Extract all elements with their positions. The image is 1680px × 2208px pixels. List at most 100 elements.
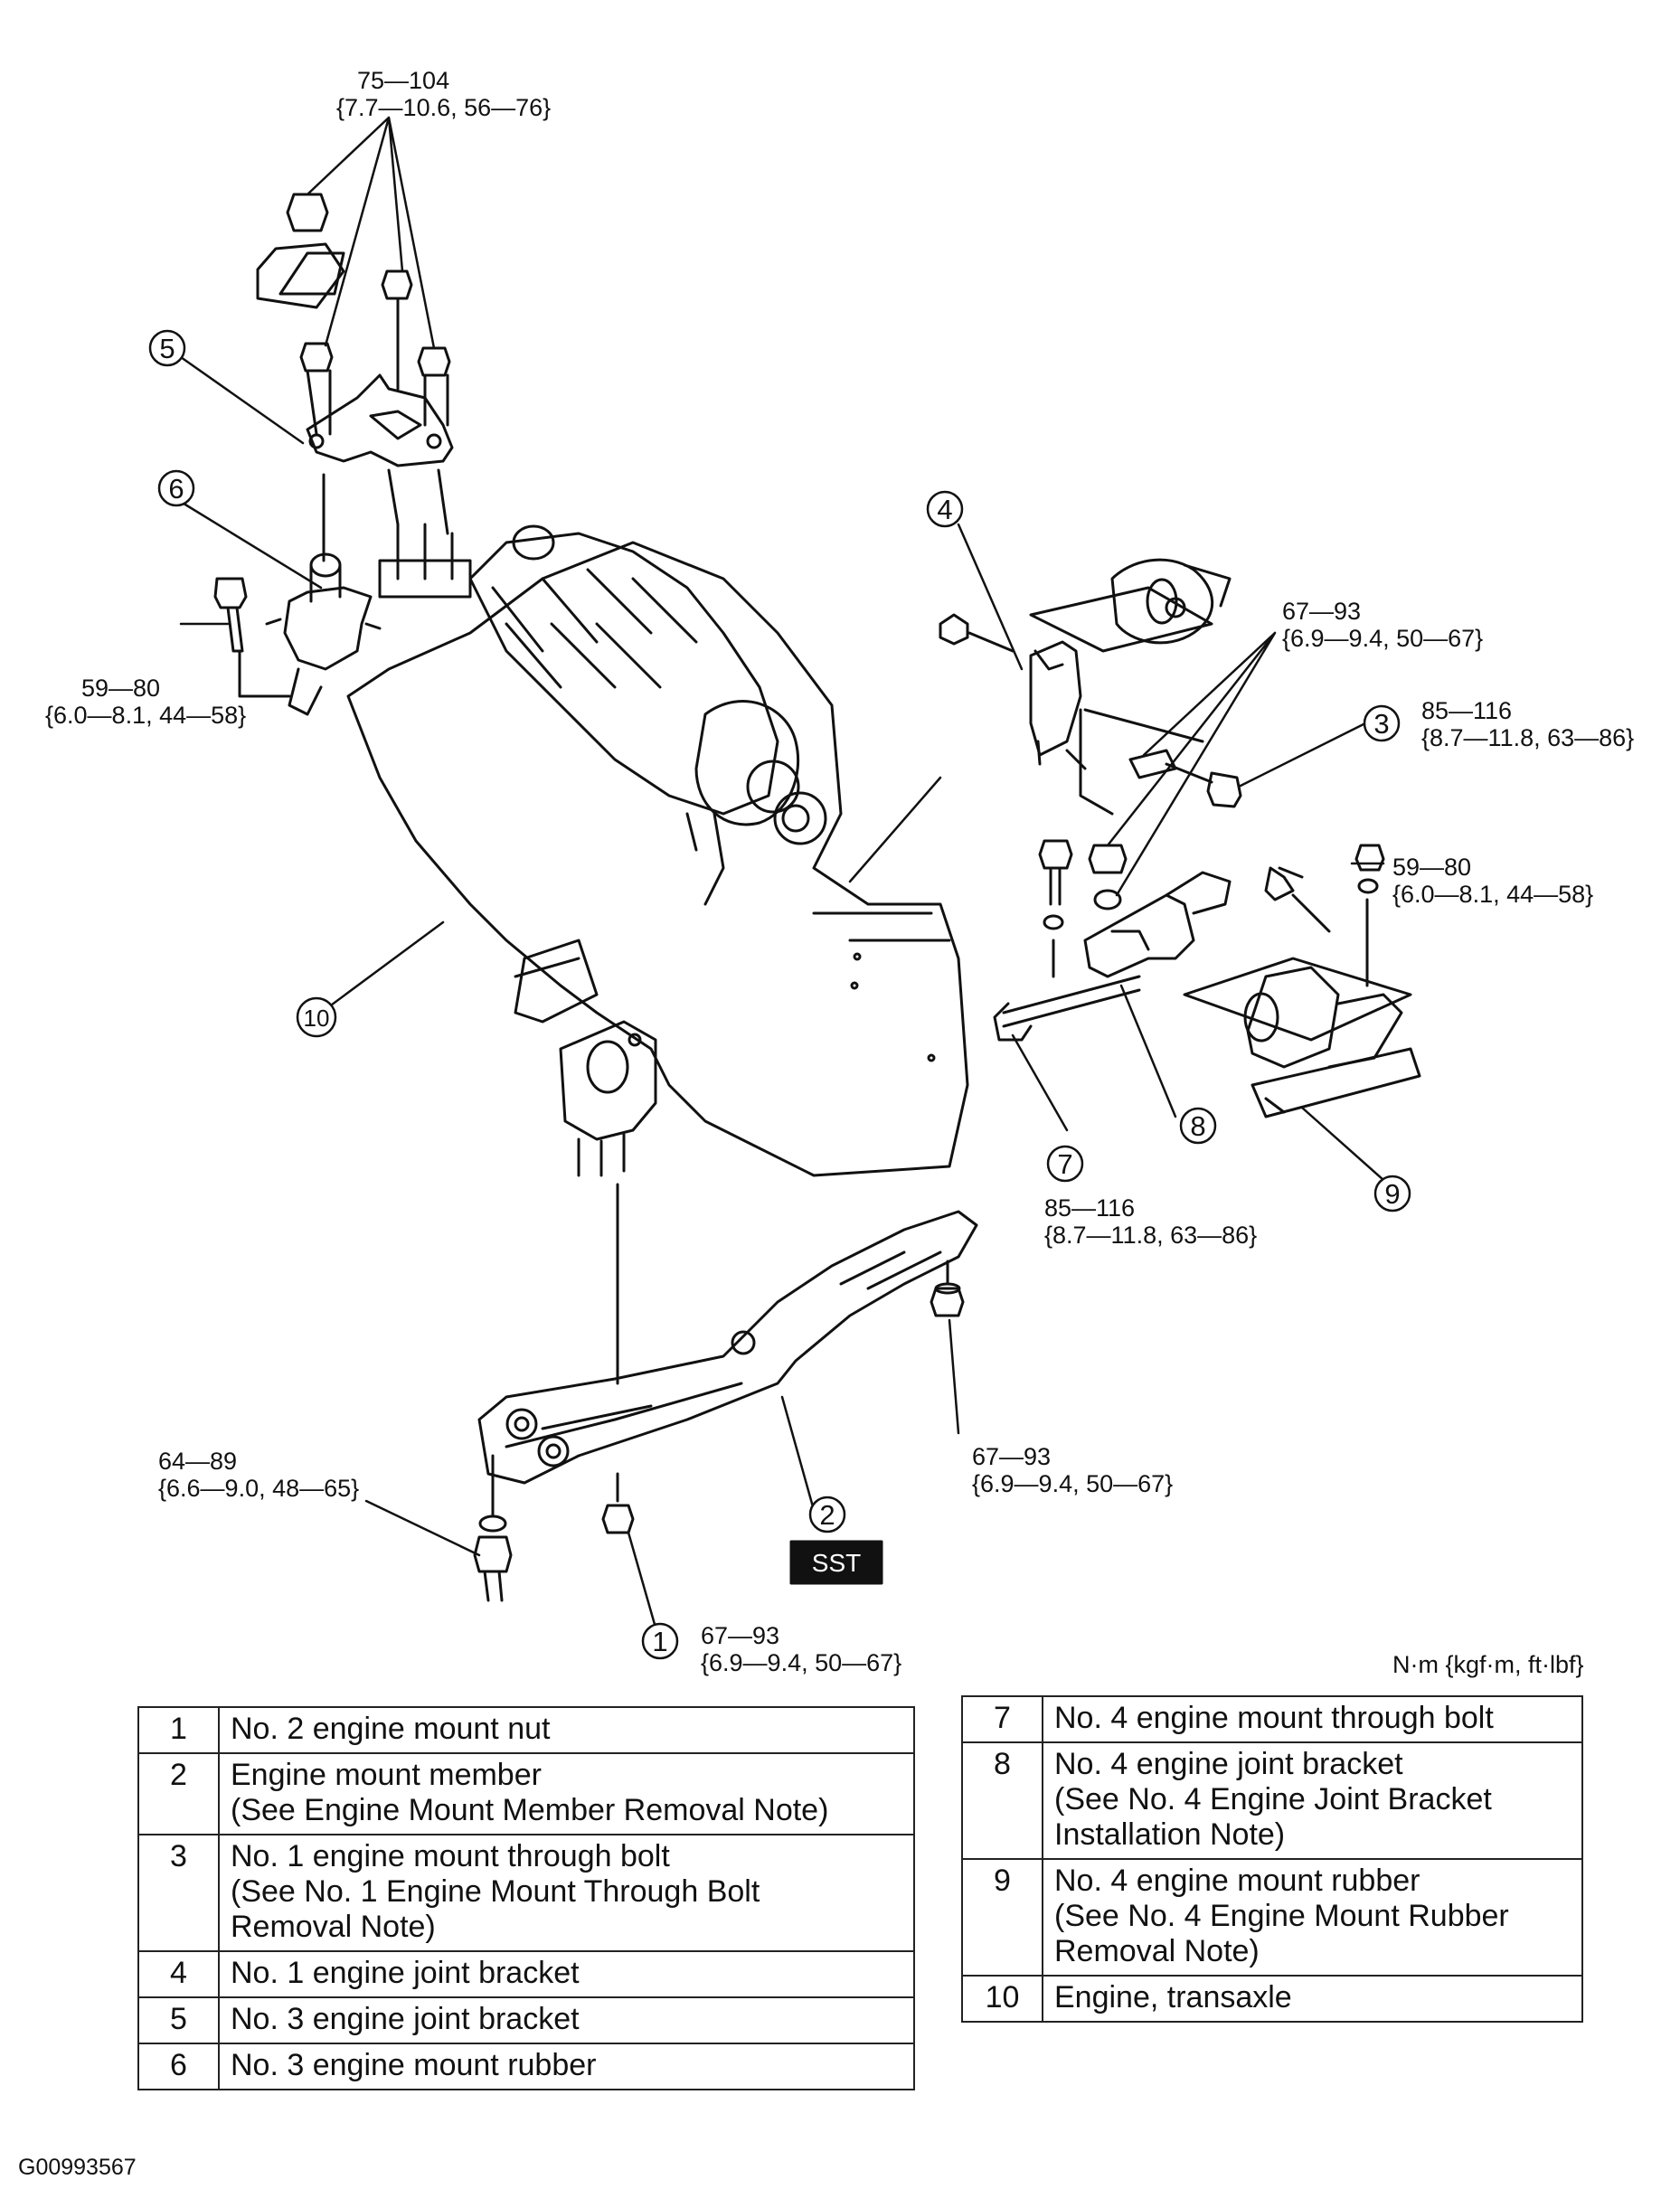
- torque-67-mid-alt: {6.9—9.4, 50—67}: [972, 1470, 1173, 1497]
- svg-text:7: 7: [1057, 1148, 1072, 1180]
- no1-joint-bracket-drawing: [939, 558, 1232, 766]
- torque-67-bottom-alt: {6.9—9.4, 50—67}: [701, 1649, 901, 1676]
- part-number-cell: 7: [961, 1695, 1043, 1743]
- no3-mount-rubber-drawing: [265, 468, 472, 716]
- torque-labels: 75—104 {7.7—10.6, 56—76} 59—80 {6.0—8.1,…: [45, 67, 1634, 1676]
- part-description-line: Removal Note): [1054, 1934, 1260, 1968]
- part-number-cell: 5: [137, 1996, 220, 2044]
- part-number-cell: 2: [137, 1752, 220, 1835]
- mount-member-fasteners-drawing: [473, 1183, 965, 1602]
- svg-text:9: 9: [1384, 1178, 1400, 1210]
- part-description-cell: No. 3 engine joint bracket: [218, 1996, 915, 2044]
- svg-text:5: 5: [159, 333, 175, 364]
- part-number-cell: 3: [137, 1834, 220, 1952]
- engine-mount-member-drawing: [477, 1210, 978, 1485]
- svg-text:8: 8: [1190, 1110, 1205, 1142]
- part-description-line: Installation Note): [1054, 1817, 1286, 1852]
- part-description-cell: No. 1 engine mount through bolt(See No. …: [218, 1834, 915, 1952]
- torque-67-bottom-nm: 67—93: [701, 1622, 779, 1649]
- part-description-cell: Engine, transaxle: [1042, 1975, 1583, 2023]
- part-number-cell: 9: [961, 1858, 1043, 1977]
- part-description-line: (See No. 4 Engine Mount Rubber: [1054, 1899, 1509, 1933]
- part-description-line: No. 4 engine joint bracket: [1054, 1747, 1403, 1781]
- table-row: 10 Engine, transaxle: [961, 1975, 1583, 2023]
- part-description-line: No. 4 engine mount rubber: [1054, 1864, 1420, 1898]
- part-description-line: No. 3 engine mount rubber: [231, 2048, 597, 2082]
- part-description-line: (See Engine Mount Member Removal Note): [231, 1793, 829, 1827]
- torque-67-top-alt: {6.9—9.4, 50—67}: [1282, 625, 1483, 652]
- torque-75-nm: 75—104: [357, 67, 449, 94]
- torque-85-top-alt: {8.7—11.8, 63—86}: [1421, 724, 1634, 751]
- part-description-cell: Engine mount member(See Engine Mount Mem…: [218, 1752, 915, 1835]
- part-number-cell: 1: [137, 1706, 220, 1754]
- callout-7: 7: [1046, 1145, 1084, 1183]
- torque-85-bottom-nm: 85—116: [1044, 1194, 1135, 1222]
- callout-6: 6: [157, 469, 195, 507]
- callout-markers: 1 2 3 4 5 6 7 8 9 10: [148, 329, 1411, 1660]
- part-description-line: No. 1 engine joint bracket: [231, 1956, 580, 1990]
- leader-lines: [179, 116, 1385, 1629]
- part-description-cell: No. 4 engine mount rubber(See No. 4 Engi…: [1042, 1858, 1583, 1977]
- part-description-line: No. 3 engine joint bracket: [231, 2002, 580, 2036]
- table-row: 7 No. 4 engine mount through bolt: [961, 1695, 1583, 1743]
- part-description-cell: No. 4 engine mount through bolt: [1042, 1695, 1583, 1743]
- part-description-cell: No. 1 engine joint bracket: [218, 1950, 915, 1998]
- torque-67-mid-nm: 67—93: [972, 1443, 1051, 1470]
- part-number-cell: 10: [961, 1975, 1043, 2023]
- torque-64-nm: 64—89: [158, 1448, 237, 1475]
- callout-9: 9: [1373, 1175, 1411, 1213]
- nut-top-drawings: [286, 193, 451, 436]
- no3-joint-bracket-drawing: [256, 242, 454, 467]
- torque-67-top-nm: 67—93: [1282, 598, 1361, 625]
- part-number-cell: 8: [961, 1741, 1043, 1860]
- part-description-line: No. 4 engine mount through bolt: [1054, 1701, 1494, 1735]
- part-description-line: Engine, transaxle: [1054, 1980, 1292, 2015]
- callout-10: 10: [296, 996, 337, 1038]
- sst-tag-box: [789, 1540, 883, 1585]
- part-description-line: No. 1 engine mount through bolt: [231, 1839, 670, 1873]
- callout-8: 8: [1179, 1107, 1217, 1145]
- torque-85-top-nm: 85—116: [1421, 697, 1512, 724]
- part-number-cell: 4: [137, 1950, 220, 1998]
- no4-mount-rubber-drawing: [1183, 844, 1421, 1118]
- svg-text:3: 3: [1373, 708, 1389, 740]
- svg-text:6: 6: [168, 473, 184, 505]
- torque-59-right-alt: {6.0—8.1, 44—58}: [1392, 881, 1593, 908]
- svg-text:10: 10: [304, 1005, 330, 1032]
- torque-85-bottom-alt: {8.7—11.8, 63—86}: [1044, 1222, 1257, 1249]
- torque-59-left-nm: 59—80: [81, 675, 160, 702]
- torque-units-label: N·m {kgf·m, ft·lbf}: [1392, 1651, 1584, 1678]
- part-description-line: No. 2 engine mount nut: [231, 1712, 551, 1746]
- table-row: 5 No. 3 engine joint bracket: [137, 1996, 915, 2044]
- table-row: 6 No. 3 engine mount rubber: [137, 2043, 915, 2090]
- callout-4: 4: [926, 490, 964, 528]
- svg-text:4: 4: [937, 494, 952, 525]
- bolt-left-drawing: [213, 577, 291, 698]
- part-description-line: Engine mount member: [231, 1758, 542, 1792]
- table-row: 4 No. 1 engine joint bracket: [137, 1950, 915, 1998]
- part-description-line: (See No. 4 Engine Joint Bracket: [1054, 1782, 1492, 1816]
- torque-59-left-alt: {6.0—8.1, 44—58}: [45, 702, 246, 729]
- part-description-line: (See No. 1 Engine Mount Through Bolt: [231, 1874, 760, 1909]
- table-row: 1 No. 2 engine mount nut: [137, 1706, 915, 1754]
- torque-59-right-nm: 59—80: [1392, 854, 1471, 881]
- torque-64-alt: {6.6—9.0, 48—65}: [158, 1475, 359, 1502]
- torque-75-alt: {7.7—10.6, 56—76}: [336, 94, 551, 121]
- callout-2: 2: [808, 1496, 846, 1533]
- part-number-cell: 6: [137, 2043, 220, 2090]
- part-description-cell: No. 2 engine mount nut: [218, 1706, 915, 1754]
- part-description-cell: No. 4 engine joint bracket(See No. 4 Eng…: [1042, 1741, 1583, 1860]
- callout-1: 1: [641, 1622, 679, 1660]
- part-description-line: Removal Note): [231, 1910, 436, 1944]
- svg-text:2: 2: [819, 1499, 835, 1531]
- no1-through-bolt-drawing: [1065, 708, 1242, 816]
- sst-label: SST: [812, 1549, 861, 1577]
- figure-code: G00993567: [18, 2155, 137, 2180]
